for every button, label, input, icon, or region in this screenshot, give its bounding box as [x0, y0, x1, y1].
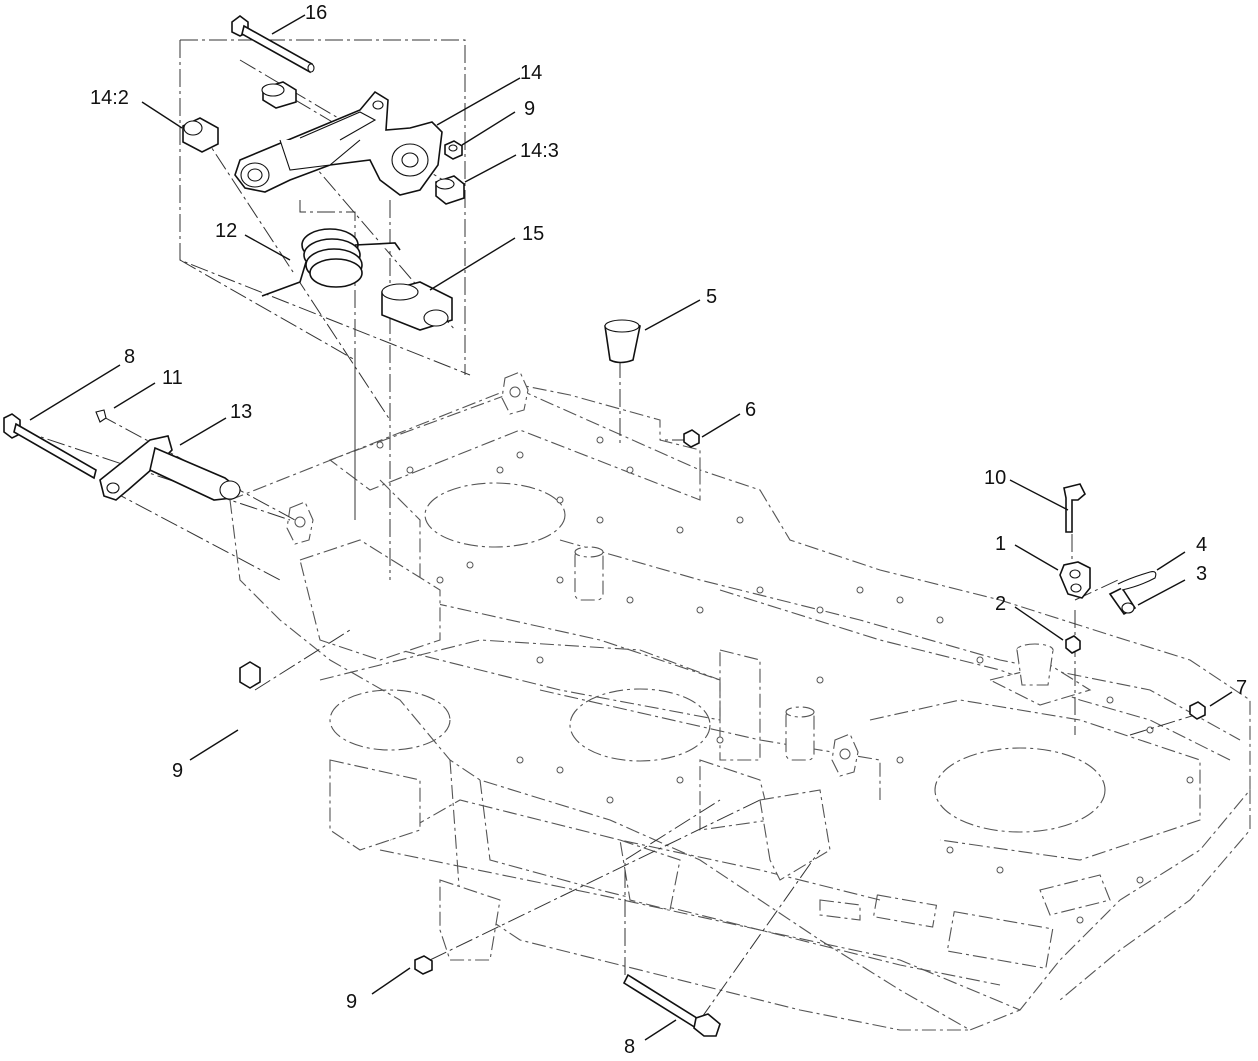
callout-labels: 16 14 14:2 9 14:3 12 15 5 6 8 11 13 10 1… — [90, 2, 1247, 1058]
flange-nut-2[interactable] — [1065, 635, 1081, 654]
callout-3: 3 — [1196, 563, 1207, 585]
callout-16: 16 — [305, 2, 327, 24]
callout-9-upper: 9 — [524, 98, 535, 120]
clip-4[interactable] — [1117, 571, 1157, 591]
flange-nut-9-upper[interactable] — [444, 140, 463, 160]
rubber-bumper-5[interactable] — [604, 319, 641, 364]
bushing-upper[interactable] — [261, 81, 297, 109]
bushing-14-2[interactable] — [182, 117, 219, 153]
callout-5: 5 — [706, 286, 717, 308]
callout-14-3: 14:3 — [520, 140, 559, 162]
bushing-14-3[interactable] — [435, 175, 465, 205]
flange-nut-9-left[interactable] — [239, 661, 261, 689]
flange-nut-6[interactable] — [683, 429, 700, 448]
pivot-arm-14[interactable] — [234, 90, 443, 196]
pin-10[interactable] — [1063, 483, 1086, 533]
callout-6: 6 — [745, 399, 756, 421]
callout-9-left: 9 — [172, 760, 183, 782]
callout-8-lower: 8 — [624, 1036, 635, 1058]
deck-holes — [376, 436, 1194, 924]
callout-4: 4 — [1196, 534, 1207, 556]
callout-8-upper: 8 — [124, 346, 135, 368]
callout-14-2: 14:2 — [90, 87, 129, 109]
deck-latch-brackets — [286, 371, 859, 777]
callout-1: 1 — [995, 533, 1006, 555]
callout-13: 13 — [230, 401, 252, 423]
idler-arm-13[interactable] — [99, 435, 242, 501]
bolt-8-upper[interactable] — [3, 413, 97, 480]
callout-7: 7 — [1236, 677, 1247, 699]
bolt-16[interactable] — [231, 15, 315, 74]
callout-15: 15 — [522, 223, 544, 245]
callout-11: 11 — [162, 367, 183, 389]
flange-nut-7[interactable] — [1189, 701, 1206, 720]
torsion-spring-12[interactable] — [261, 228, 401, 297]
grease-fitting-11[interactable] — [95, 409, 107, 423]
flange-nut-9-lower[interactable] — [414, 955, 433, 975]
callout-10: 10 — [984, 467, 1006, 489]
callout-14: 14 — [520, 62, 542, 84]
pin-3[interactable] — [1108, 586, 1137, 616]
callout-12: 12 — [215, 220, 237, 242]
mower-deck — [229, 371, 1251, 1031]
spacer-tube-15[interactable] — [381, 281, 453, 331]
callout-9-lower: 9 — [346, 991, 357, 1013]
callout-2: 2 — [995, 593, 1006, 615]
leader-lines — [29, 14, 1233, 1041]
bolt-8-lower[interactable] — [622, 973, 721, 1037]
latch-bracket-1[interactable] — [1059, 561, 1091, 599]
